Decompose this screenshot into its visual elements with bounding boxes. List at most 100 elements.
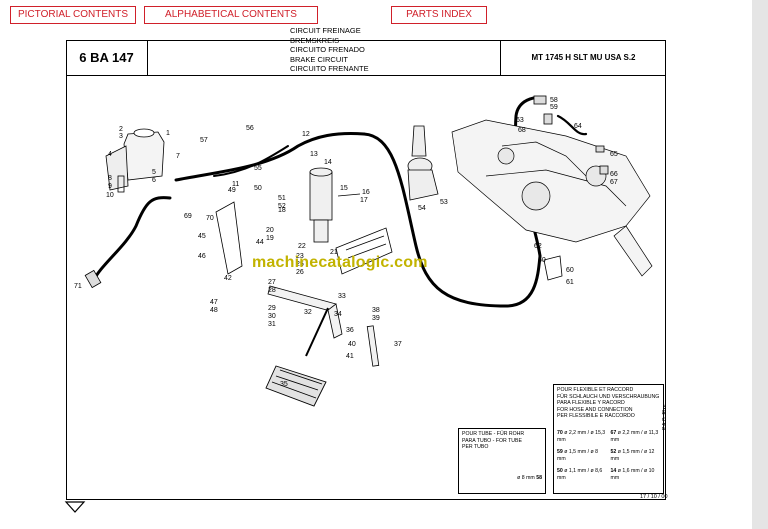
label-51: 51 [278, 195, 286, 202]
label-15: 15 [340, 185, 348, 192]
label-38: 38 [372, 307, 380, 314]
hose-legend-line: PARA FLEXIBLE Y RACORD [557, 400, 625, 407]
label-8: 8 [108, 175, 112, 182]
label-61: 61 [566, 279, 574, 286]
alphabetical-contents-link[interactable]: ALPHABETICAL CONTENTS [144, 6, 318, 24]
part-labels: 2 3 1 4 8 9 10 5 6 7 11 12 13 14 15 16 1… [74, 97, 618, 388]
label-40: 40 [348, 341, 356, 348]
vertical-scrollbar[interactable] [752, 0, 768, 529]
label-21: 21 [330, 249, 338, 256]
label-13: 13 [310, 151, 318, 158]
label-64: 64 [574, 123, 582, 130]
side-reference: P.A.O. Rlxe [662, 404, 668, 430]
brake-pipe-top [174, 132, 366, 182]
parts-index-link[interactable]: PARTS INDEX [391, 6, 487, 24]
section-titles: CIRCUIT FREINAGE BREMSKREIS CIRCUITO FRE… [290, 26, 369, 74]
title-de: BREMSKREIS [290, 35, 340, 45]
hose-item: 50 ø 1,1 mm / ø 8,6 mm [557, 468, 603, 481]
hose-legend: POUR FLEXIBLE ET RACCORD FÜR SCHLAUCH UN… [553, 384, 664, 494]
label-47: 47 [210, 299, 218, 306]
label-23: 23 [296, 253, 304, 260]
label-1: 1 [166, 130, 170, 137]
label-11: 11 [232, 181, 239, 188]
label-65: 65 [610, 151, 618, 158]
label-3: 3 [119, 133, 123, 140]
brake-pipe-loop [362, 132, 542, 308]
label-4: 4 [108, 151, 112, 158]
valve-column [407, 125, 439, 201]
label-56: 56 [246, 125, 254, 132]
tube-legend-line: PER TUBO [462, 444, 489, 451]
tube-legend-line: POUR TUBE - FÜR ROHR [462, 431, 525, 437]
master-cylinder [309, 167, 361, 243]
label-52: 52 [278, 203, 286, 210]
label-29: 29 [268, 305, 276, 312]
label-17: 17 [360, 197, 368, 204]
title-en: BRAKE CIRCUIT [290, 54, 348, 64]
label-53: 53 [440, 199, 448, 206]
label-55: 55 [254, 165, 262, 172]
label-27: 27 [268, 279, 276, 286]
label-49: 49 [228, 187, 236, 194]
label-33: 33 [338, 293, 346, 300]
hose-legend-line: PER FLESSIBILE E RACCORDO [557, 413, 635, 420]
label-48: 48 [210, 307, 218, 314]
hose-legend-line: FOR HOSE AND CONNECTION [557, 406, 633, 413]
label-62: 62 [534, 243, 542, 250]
header-divider [66, 75, 666, 76]
watermark-text: machinecatalogic.com [252, 254, 428, 271]
label-2: 2 [119, 126, 123, 133]
label-58: 58 [550, 97, 558, 104]
label-59: 59 [550, 104, 558, 111]
label-41: 41 [346, 353, 354, 360]
pedal-linkage [267, 285, 380, 367]
revision-date: 17 / 10 / 00 [640, 494, 668, 500]
label-7: 7 [176, 153, 180, 160]
reservoir-assembly [105, 128, 165, 193]
label-31: 31 [268, 321, 276, 328]
label-46: 46 [198, 253, 206, 260]
hose-item: 70 ø 2,2 mm / ø 15,3 mm [557, 429, 606, 443]
label-42: 42 [224, 275, 232, 282]
brake-pedal [265, 307, 329, 407]
label-50: 50 [254, 185, 262, 192]
label-39: 39 [372, 315, 380, 322]
hose-item: 59 ø 1,5 mm / ø 8 mm [557, 449, 598, 462]
label-60: 60 [538, 257, 546, 264]
title-it: CIRCUITO FRENANTE [290, 64, 369, 73]
label-18: 18 [278, 207, 286, 214]
label-68: 68 [518, 127, 526, 134]
label-54: 54 [418, 205, 426, 212]
catalog-page: PICTORIAL CONTENTS ALPHABETICAL CONTENTS… [0, 0, 752, 529]
label-37: 37 [394, 341, 402, 348]
brake-circuit-diagram: 2 3 1 4 8 9 10 5 6 7 11 12 13 14 15 16 1… [74, 95, 653, 407]
label-60b: 60 [566, 267, 574, 274]
page-reference: 6 BA 147 [66, 40, 148, 75]
tube-item: ø 8 mm 58 [517, 474, 542, 481]
label-22: 22 [298, 243, 306, 250]
tube-legend: POUR TUBE - FÜR ROHR PARA TUBO - FOR TUB… [458, 428, 546, 494]
label-70: 70 [206, 215, 214, 222]
hose-item: 67 ø 2,2 mm / ø 11,3 mm [610, 429, 659, 443]
hose-item: 14 ø 1,6 mm / ø 10 mm [610, 468, 655, 481]
label-5: 5 [152, 169, 156, 176]
tube-legend-line: PARA TUBO - FOR TUBE [462, 437, 522, 444]
pictorial-contents-link[interactable]: PICTORIAL CONTENTS [10, 6, 136, 24]
next-page-arrow-icon[interactable] [64, 500, 86, 514]
label-16: 16 [362, 189, 370, 196]
label-10: 10 [106, 192, 114, 199]
label-30: 30 [268, 313, 276, 320]
label-36: 36 [346, 327, 354, 334]
label-34: 34 [334, 311, 342, 318]
label-28: 28 [268, 287, 276, 294]
label-25: 25 [296, 261, 304, 268]
label-67: 67 [610, 179, 618, 186]
label-20: 20 [266, 227, 274, 234]
hose-legend-line: POUR FLEXIBLE ET RACCORD [557, 387, 634, 393]
label-19: 19 [266, 235, 274, 242]
label-57: 57 [200, 137, 208, 144]
brake-hose-left [92, 196, 172, 282]
label-32: 32 [304, 309, 312, 316]
label-6: 6 [152, 177, 156, 184]
bracket-plate [215, 201, 393, 275]
